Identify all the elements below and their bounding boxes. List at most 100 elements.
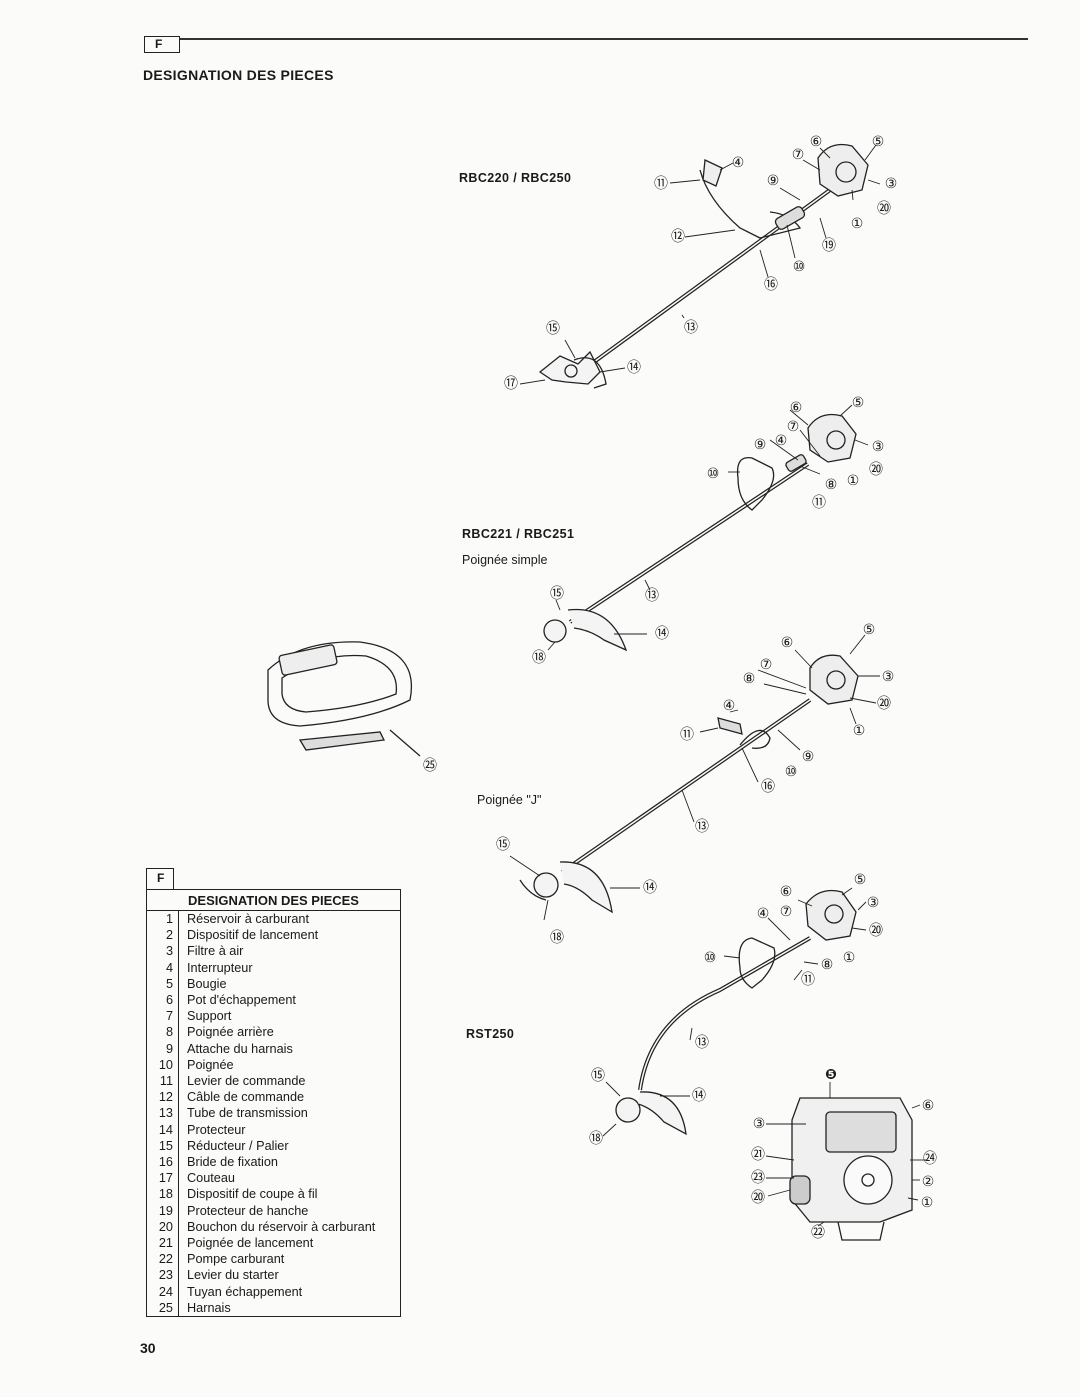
legend-label: Harnais — [187, 1300, 231, 1315]
legend-number: 3 — [146, 943, 179, 960]
svg-text:⑨: ⑨ — [767, 173, 780, 189]
svg-text:⑳: ⑳ — [869, 923, 883, 939]
legend-number: 4 — [146, 959, 179, 976]
legend-number: 6 — [146, 992, 179, 1009]
svg-text:⑩: ⑩ — [785, 764, 798, 780]
page-number: 30 — [140, 1340, 156, 1356]
header-rule — [180, 38, 1028, 40]
svg-text:⑭: ⑭ — [643, 880, 657, 896]
legend-title: DESIGNATION DES PIECES — [146, 889, 401, 911]
legend-label: Poignée de lancement — [187, 1236, 314, 1251]
legend-number: 23 — [146, 1267, 179, 1284]
svg-text:⑩: ⑩ — [707, 466, 720, 482]
model-label-rst250: RST250 — [466, 1027, 515, 1041]
legend-number: 9 — [146, 1040, 179, 1057]
svg-text:⑮: ⑮ — [496, 837, 510, 853]
legend-number: 19 — [146, 1202, 179, 1219]
svg-text:⑱: ⑱ — [532, 650, 546, 666]
svg-text:⑧: ⑧ — [821, 957, 834, 973]
svg-text:⑥: ⑥ — [922, 1098, 935, 1114]
model-label-rbc221: RBC221 / RBC251 — [462, 527, 575, 541]
legend-label: Réservoir à carburant — [187, 912, 309, 926]
caption-poignee-simple: Poignée simple — [462, 553, 548, 567]
svg-text:⑥: ⑥ — [810, 134, 823, 150]
legend-number: 1 — [146, 910, 179, 928]
page-title: DESIGNATION DES PIECES — [143, 67, 334, 83]
legend-label: Bride de fixation — [187, 1155, 278, 1170]
legend-number: 8 — [146, 1024, 179, 1041]
svg-text:⑧: ⑧ — [743, 671, 756, 687]
svg-text:⑤: ⑤ — [854, 872, 867, 888]
svg-text:⑱: ⑱ — [550, 930, 564, 946]
svg-text:⑭: ⑭ — [627, 360, 641, 376]
legend-label: Dispositif de lancement — [187, 928, 319, 943]
svg-text:③: ③ — [872, 439, 885, 455]
svg-text:㉓: ㉓ — [751, 1170, 765, 1186]
legend-label: Levier de commande — [187, 1074, 306, 1089]
svg-text:⑪: ⑪ — [680, 727, 694, 743]
svg-text:⑳: ⑳ — [877, 696, 891, 712]
svg-text:④: ④ — [757, 906, 770, 922]
legend-label: Bougie — [187, 976, 227, 991]
legend-row: 23 Levier du starter — [146, 1267, 401, 1284]
legend-number: 21 — [146, 1235, 179, 1252]
legend-label: Support — [187, 1009, 232, 1024]
engine-detail-illustration — [789, 1097, 913, 1241]
legend-number: 16 — [146, 1154, 179, 1171]
svg-text:③: ③ — [885, 176, 898, 192]
svg-text:⑫: ⑫ — [671, 229, 685, 245]
svg-text:⑥: ⑥ — [781, 635, 794, 651]
legend-row: 11 Levier de commande — [146, 1073, 401, 1090]
legend-row: 3 Filtre à air — [146, 943, 401, 960]
legend-row: 9 Attache du harnais — [146, 1040, 401, 1057]
legend-number: 2 — [146, 927, 179, 944]
callout-numbers: ④ ⑪ ⑫ ⑯ ⑩ ⑲ ⑨ ⑦ ⑥ ⑤ ③ ⑳ ① ⑬ ⑮ ⑭ ⑰ ⑥ ⑤ ⑦ … — [423, 134, 937, 1241]
legend-row: 6 Pot d'échappement — [146, 992, 401, 1009]
legend-language-box: F — [146, 868, 174, 889]
legend-label: Levier du starter — [187, 1268, 279, 1283]
legend-language-code: F — [157, 871, 165, 885]
legend-row: 21 Poignée de lancement — [146, 1235, 401, 1252]
svg-text:⑱: ⑱ — [589, 1131, 603, 1147]
legend-label: Bouchon du réservoir à carburant — [187, 1219, 376, 1234]
legend-label: Couteau — [187, 1171, 235, 1186]
svg-text:⑤: ⑤ — [872, 134, 885, 150]
svg-text:⑪: ⑪ — [654, 176, 668, 192]
svg-text:⑦: ⑦ — [792, 147, 805, 163]
svg-text:⑮: ⑮ — [550, 586, 564, 602]
svg-text:①: ① — [843, 950, 856, 966]
legend-label: Attache du harnais — [187, 1041, 293, 1056]
legend-row: 19 Protecteur de hanche — [146, 1202, 401, 1219]
svg-text:⑳: ⑳ — [877, 201, 891, 217]
caption-poignee-j: Poignée "J" — [477, 793, 542, 807]
svg-text:⑨: ⑨ — [802, 749, 815, 765]
svg-text:①: ① — [921, 1195, 934, 1211]
language-code: F — [155, 37, 163, 51]
legend-label: Dispositif de coupe à fil — [187, 1187, 318, 1202]
legend-row: 16 Bride de fixation — [146, 1154, 401, 1171]
svg-text:⑭: ⑭ — [655, 626, 669, 642]
legend-label: Protecteur de hanche — [187, 1203, 309, 1218]
legend-label: Pot d'échappement — [187, 993, 296, 1008]
legend-number: 10 — [146, 1056, 179, 1074]
trimmer-rst250-illustration — [615, 889, 857, 1136]
svg-text:⑩: ⑩ — [793, 259, 806, 275]
legend-number: 11 — [146, 1073, 179, 1090]
svg-text:④: ④ — [775, 433, 788, 449]
svg-text:④: ④ — [723, 698, 736, 714]
svg-text:⑮: ⑮ — [546, 321, 560, 337]
legend-number: 14 — [146, 1121, 179, 1138]
svg-text:⑦: ⑦ — [760, 657, 773, 673]
legend-label: Filtre à air — [187, 944, 244, 959]
